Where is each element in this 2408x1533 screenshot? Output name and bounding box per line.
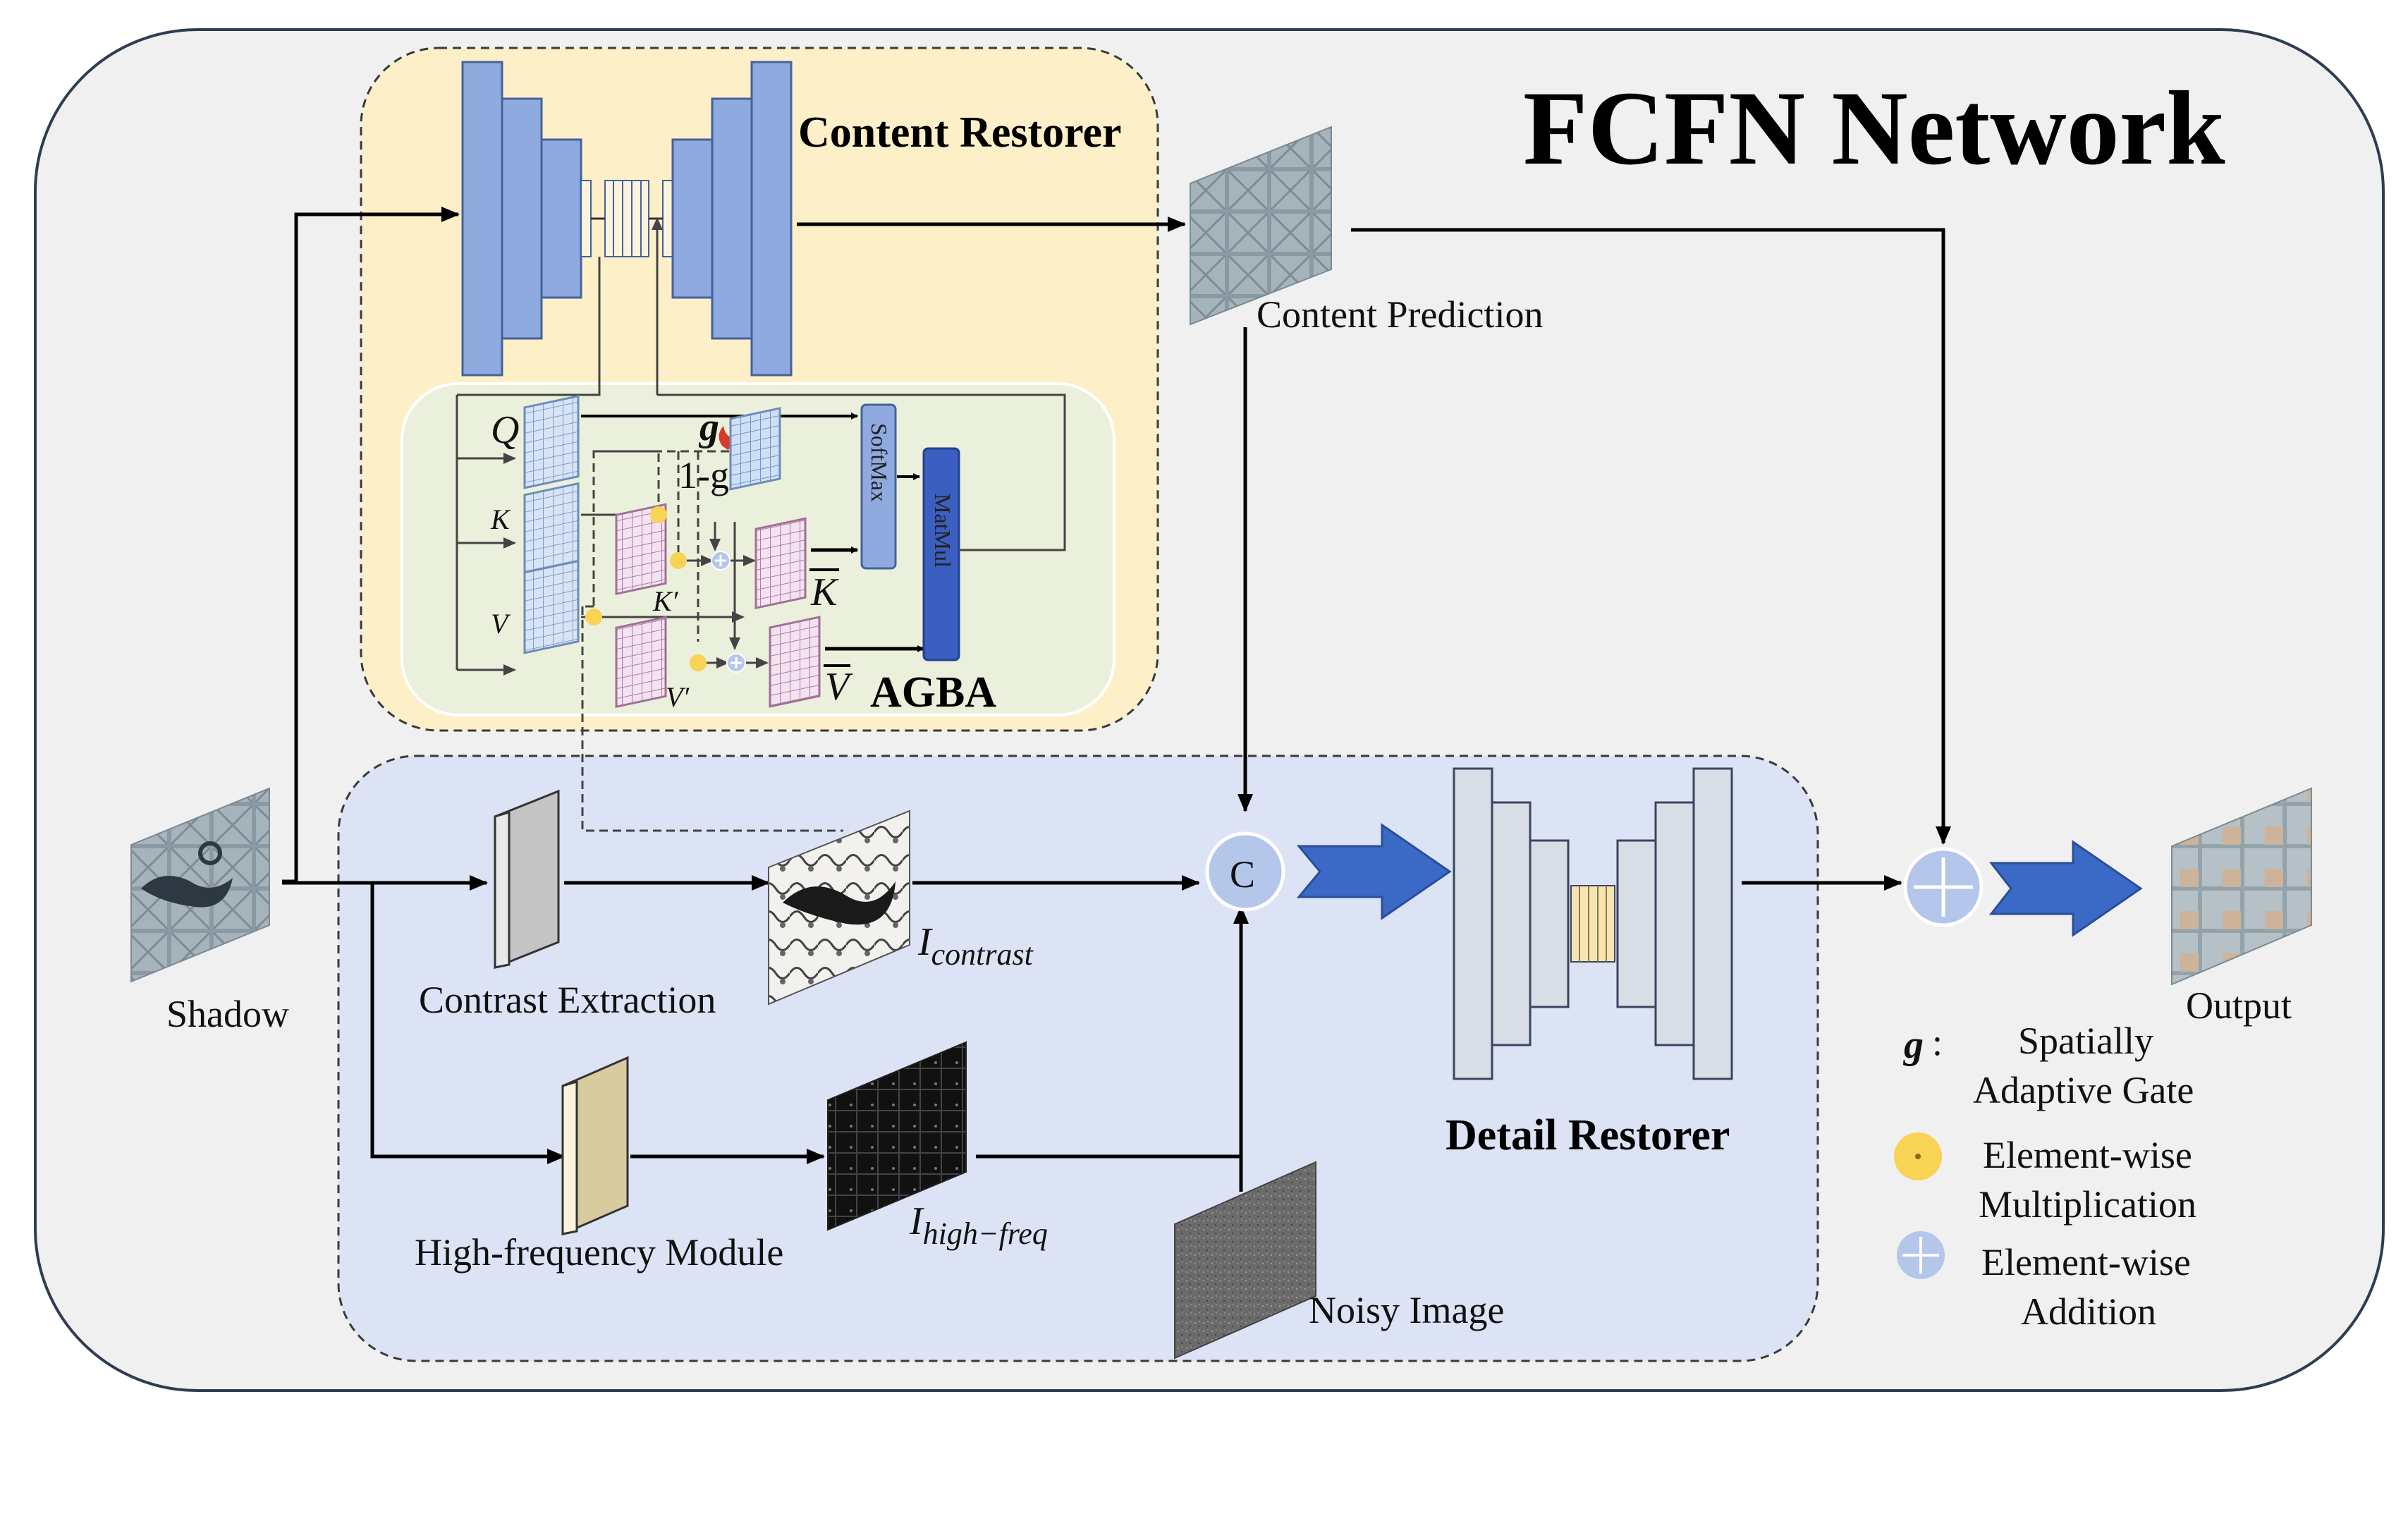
v-prime-label: V′ bbox=[666, 681, 690, 713]
concat-node bbox=[1205, 831, 1285, 912]
q-feature-map bbox=[523, 394, 580, 489]
agba-block: Q K V g 1-g K′ V′ bbox=[456, 394, 1065, 713]
high-frequency-image bbox=[827, 1041, 967, 1231]
v-bar-map bbox=[769, 616, 821, 708]
contrast-image bbox=[768, 810, 910, 1006]
agba-label: AGBA bbox=[870, 668, 996, 716]
content-restorer-unet bbox=[461, 61, 793, 377]
high-frequency-module-block bbox=[561, 1056, 629, 1236]
flow-arrow-1 bbox=[1296, 823, 1452, 920]
detail-enc-1 bbox=[1453, 767, 1493, 1080]
network-title: FCFN Network bbox=[1523, 70, 2225, 187]
detail-restorer-region bbox=[337, 755, 1819, 1362]
legend-add-line1: Element-wise bbox=[1981, 1241, 2191, 1283]
gate-flame-icon bbox=[719, 426, 733, 450]
i-contrast-subscript: contrast bbox=[931, 937, 1034, 972]
detail-dec-1 bbox=[1692, 767, 1733, 1080]
k-prime-map bbox=[615, 503, 667, 596]
mult-node-k1 bbox=[650, 506, 667, 523]
k-bar-label: K bbox=[810, 570, 839, 614]
i-contrast-label: Icontrast bbox=[917, 920, 1034, 972]
content-prediction-image bbox=[1190, 126, 1332, 326]
flow-arrow-2 bbox=[1988, 840, 2143, 937]
agba-k-label: K bbox=[490, 503, 511, 535]
i-high-freq-label: Ihigh−freq bbox=[909, 1199, 1048, 1251]
legend-g-line1: Spatially bbox=[2018, 1020, 2153, 1062]
legend-mult-line1: Element-wise bbox=[1983, 1134, 2192, 1176]
content-restorer-label: Content Restorer bbox=[798, 109, 1122, 157]
dec-block-4 bbox=[662, 180, 673, 257]
shadow-label: Shadow bbox=[166, 993, 289, 1035]
detail-dec-3 bbox=[1616, 839, 1657, 1008]
legend-mult-line2: Multiplication bbox=[1979, 1183, 2196, 1226]
dec-block-1 bbox=[750, 61, 793, 377]
legend-add-line2: Addition bbox=[2021, 1290, 2156, 1333]
concat-symbol: C bbox=[1230, 853, 1255, 896]
mult-node-v2 bbox=[690, 654, 707, 671]
shadow-input-image bbox=[130, 787, 270, 983]
k-bar-map bbox=[754, 517, 807, 609]
contrast-extraction-block bbox=[494, 789, 560, 970]
output-label: Output bbox=[2186, 984, 2292, 1027]
v-feature-map bbox=[523, 559, 580, 654]
detail-restorer-label: Detail Restorer bbox=[1446, 1111, 1730, 1159]
gate-g-label: g bbox=[698, 405, 719, 449]
v-prime-map bbox=[615, 616, 667, 709]
bottleneck bbox=[604, 180, 649, 257]
legend: g : Spatially Adaptive Gate Element-wise… bbox=[1894, 1020, 2196, 1333]
content-prediction-label: Content Prediction bbox=[1257, 293, 1543, 336]
enc-block-4 bbox=[580, 180, 592, 257]
dec-block-2 bbox=[711, 97, 753, 340]
softmax-label: SoftMax bbox=[867, 423, 892, 502]
agba-q-label: Q bbox=[491, 408, 519, 452]
enc-block-2 bbox=[501, 97, 543, 340]
detail-dec-2 bbox=[1654, 801, 1695, 1046]
legend-g-colon: : bbox=[1932, 1021, 1943, 1063]
k-prime-label: K′ bbox=[652, 585, 679, 617]
detail-enc-2 bbox=[1491, 801, 1532, 1046]
high-frequency-module-label: High-frequency Module bbox=[415, 1231, 783, 1274]
softmax-block bbox=[860, 403, 897, 570]
dec-block-3 bbox=[671, 138, 714, 299]
gate-g-map bbox=[729, 407, 781, 491]
mult-node-v1 bbox=[585, 609, 602, 625]
k-feature-map bbox=[523, 482, 580, 577]
legend-g-line2: Adaptive Gate bbox=[1973, 1069, 2194, 1111]
matmul-label: MatMul bbox=[930, 494, 955, 568]
enc-block-3 bbox=[540, 138, 582, 299]
gate-one-minus-g-label: 1-g bbox=[678, 454, 729, 496]
agba-v-label: V bbox=[491, 608, 511, 640]
matmul-block bbox=[922, 447, 960, 661]
output-image bbox=[2171, 787, 2312, 986]
mult-node-k2 bbox=[670, 552, 687, 569]
noisy-image-label: Noisy Image bbox=[1309, 1289, 1504, 1331]
v-bar-label: V bbox=[825, 665, 853, 709]
enc-block-1 bbox=[461, 61, 503, 377]
noisy-image bbox=[1174, 1161, 1316, 1360]
i-high-freq-subscript: high−freq bbox=[923, 1216, 1048, 1251]
detail-bottleneck bbox=[1570, 885, 1615, 963]
legend-g-symbol: g bbox=[1902, 1023, 1924, 1067]
detail-enc-3 bbox=[1529, 839, 1570, 1008]
contrast-extraction-label: Contrast Extraction bbox=[419, 979, 716, 1021]
detail-restorer-unet bbox=[1453, 767, 1733, 1080]
